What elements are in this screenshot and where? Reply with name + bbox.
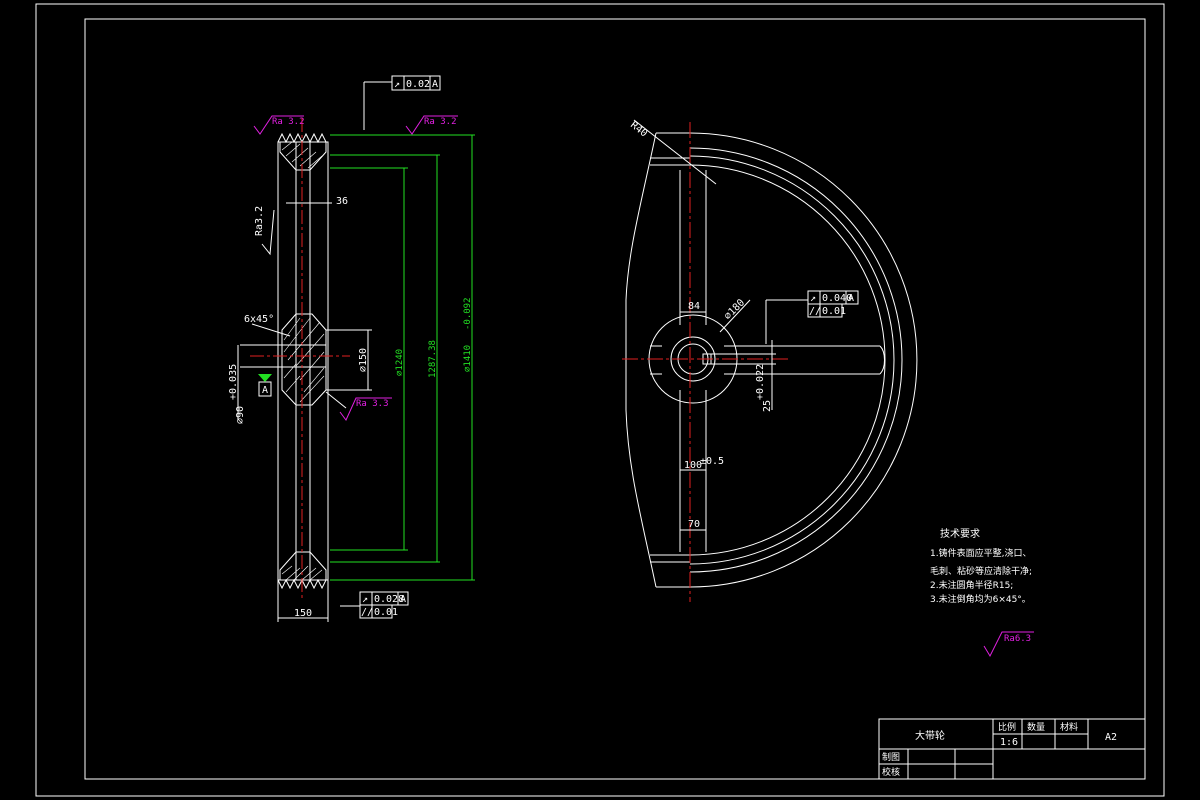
- material-label: 材料: [1060, 721, 1078, 733]
- svg-text:A: A: [848, 293, 854, 304]
- svg-text://: //: [361, 607, 373, 618]
- notes-title: 技术要求: [940, 527, 980, 540]
- svg-text:↗: ↗: [362, 594, 368, 605]
- roughness-general: Ra6.3: [983, 631, 1034, 658]
- technical-requirements: 技术要求 1.铸件表面应平整,浇口、 毛刺、粘砂等应清除干净; 2.未注圆角半径…: [930, 527, 1034, 658]
- dim-bore: ⌀90: [235, 406, 246, 424]
- tolerance-frame-bottom: ↗ 0.028 A // 0.01: [340, 591, 409, 619]
- scale-value: 1:6: [1000, 737, 1018, 748]
- dim-bore-tol: +0.035: [228, 364, 239, 400]
- dim-150: 150: [294, 608, 312, 619]
- dim-key: 25: [762, 400, 773, 412]
- dim-key-tol: +0.022: [755, 364, 766, 400]
- roughness-side: Ra3.2: [254, 206, 265, 236]
- notes-line-2: 毛刺、粘砂等应清除干净;: [930, 565, 1032, 577]
- roughness-top-right: Ra 3.2: [405, 115, 458, 135]
- dim-spoke-tol: ±0.5: [700, 456, 724, 467]
- left-section-view: 36 ⌀1410 -0.092 1287.38 ⌀1240 ⌀150 ⌀90 +…: [228, 75, 475, 622]
- svg-text:A: A: [432, 79, 438, 90]
- dim-outer: ⌀1410: [463, 345, 473, 372]
- notes-line-4: 3.未注倒角均为6×45°。: [930, 593, 1031, 605]
- qty-label: 数量: [1027, 721, 1045, 733]
- check-label: 校核: [882, 766, 900, 778]
- roughness-bore: Ra 3.3: [325, 391, 392, 421]
- dim-spoke: 100: [684, 460, 702, 471]
- tolerance-frame-right: ↗ 0.040 A // 0.01: [765, 290, 859, 344]
- chamfer-label: 6x45°: [244, 314, 274, 325]
- drawn-label: 制图: [882, 751, 900, 763]
- svg-text:Ra 3.2: Ra 3.2: [424, 117, 457, 127]
- notes-line-3: 2.未注圆角半径R15;: [930, 579, 1013, 591]
- dim-70: 70: [688, 519, 700, 530]
- sheet-size: A2: [1105, 732, 1117, 743]
- svg-text:Ra6.3: Ra6.3: [1004, 634, 1031, 644]
- dim-84: 84: [688, 301, 700, 312]
- dim-hub: ⌀150: [358, 348, 369, 372]
- svg-text:0.040: 0.040: [822, 293, 852, 304]
- outer-frame: [35, 3, 1165, 797]
- dim-36: 36: [336, 196, 348, 207]
- svg-text://: //: [809, 306, 821, 317]
- dim-outer-tol: -0.092: [463, 297, 473, 330]
- right-front-view: R40 84 ⌀180 25 +0.022 100 ±0.5 70 ↗ 0.04…: [622, 119, 918, 602]
- svg-text:Ra 3.2: Ra 3.2: [272, 117, 305, 127]
- dim-1287: 1287.38: [428, 340, 438, 378]
- svg-text:0.02: 0.02: [406, 79, 430, 90]
- scale-label: 比例: [998, 721, 1016, 733]
- tolerance-frame-top: ↗ 0.02 A: [363, 75, 441, 130]
- inner-frame: [84, 18, 1146, 780]
- title-block: 大带轮 比例 1:6 数量 材料 A2 制图 校核: [878, 718, 1146, 780]
- dim-1240: ⌀1240: [395, 349, 405, 376]
- svg-text:0.01: 0.01: [374, 607, 398, 618]
- svg-text:0.01: 0.01: [822, 306, 846, 317]
- roughness-top-left: Ra 3.2: [253, 115, 305, 135]
- svg-text:0.028: 0.028: [374, 594, 404, 605]
- notes-line-1: 1.铸件表面应平整,浇口、: [930, 547, 1031, 559]
- part-name: 大带轮: [915, 729, 945, 742]
- datum-a: A: [262, 385, 268, 396]
- svg-text:↗: ↗: [394, 79, 400, 90]
- svg-text:A: A: [400, 594, 406, 605]
- svg-text:↗: ↗: [810, 293, 816, 304]
- svg-text:Ra 3.3: Ra 3.3: [356, 399, 389, 409]
